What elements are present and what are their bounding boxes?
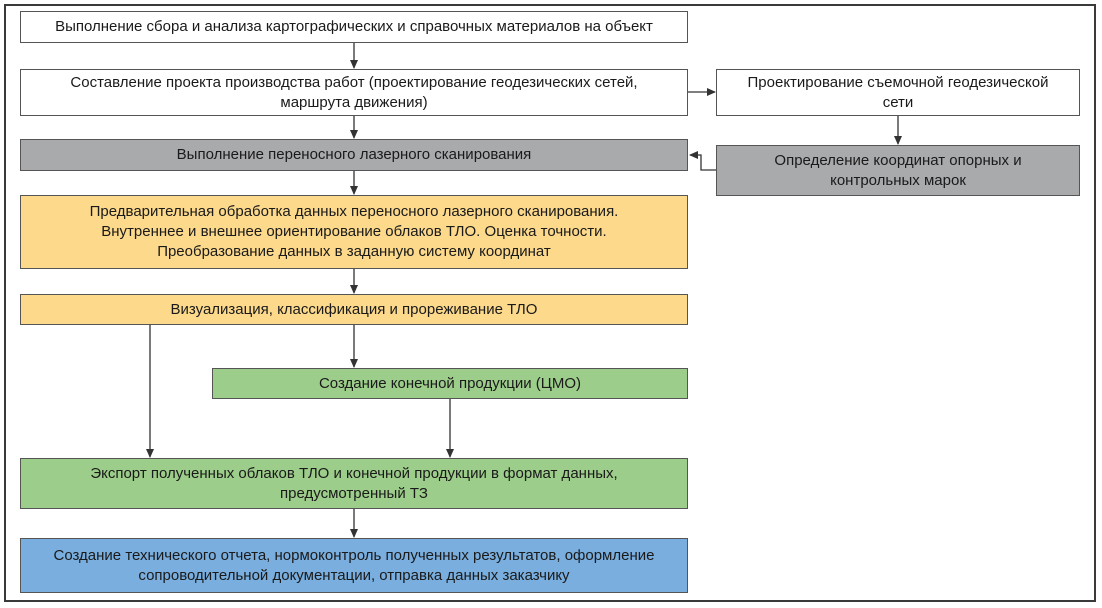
node-collect: Выполнение сбора и анализа картографичес… [20,11,688,43]
arrow-markers-to-scanning [689,151,716,171]
node-export: Экспорт полученных облаков ТЛО и конечно… [20,458,688,509]
node-project: Составление проекта производства работ (… [20,69,688,116]
node-scanning: Выполнение переносного лазерного сканиро… [20,139,688,171]
node-visualize: Визуализация, классификация и прореживан… [20,294,688,325]
node-preprocess: Предварительная обработка данных перенос… [20,195,688,269]
node-report: Создание технического отчета, нормоконтр… [20,538,688,593]
node-markers: Определение координат опорных и контроль… [716,145,1080,196]
diagram-frame [4,4,1096,602]
node-final-product: Создание конечной продукции (ЦМО) [212,368,688,399]
node-survey-net: Проектирование съемочной геодезической с… [716,69,1080,116]
